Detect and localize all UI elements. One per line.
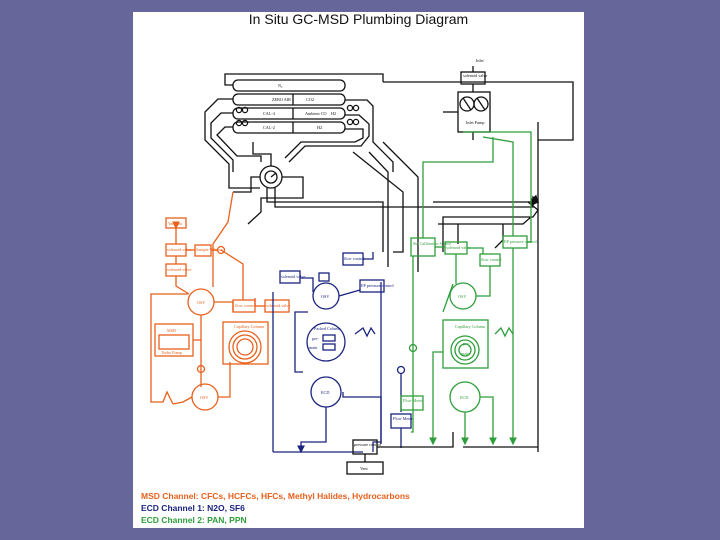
cylinder-bank: N₂ ZERO AIR CO2 CAL-4 Ambient CO H2 CAL-…: [204, 73, 574, 172]
ecd2-flow-control-label: flow control: [481, 257, 502, 262]
flow-meter-1-label: Flow Meter: [393, 416, 413, 421]
ecd1-packed-label: Packed Column: [314, 326, 342, 331]
cyl-label-n2: N₂: [278, 83, 283, 88]
pressure-control-label: pressure control: [354, 442, 382, 447]
msd-osv-1-label: OSV: [197, 300, 205, 305]
msd-sample-volume-label: Sample Volume: [196, 247, 223, 252]
cyl-label-cal4: CAL-4: [263, 111, 276, 116]
ecd1-ecd-label: ECD: [321, 390, 329, 395]
flow-meter-2-label: Flow Meter: [403, 398, 423, 403]
flow-meter-2: [400, 395, 424, 411]
inlet-label: Inlet: [476, 58, 485, 63]
ecd2-osv-label: OSV: [458, 294, 466, 299]
inlet-assembly: Inlet solenoid valve Inlet Pump: [443, 58, 539, 452]
ecd1-pressure-label: EP pressure control: [361, 283, 394, 288]
diagram-title: In Situ GC-MSD Plumbing Diagram: [248, 11, 469, 27]
inlet-solenoid-label: solenoid valve: [463, 73, 487, 78]
ecd1-channel: solenoid valve flow control OSV EP press…: [272, 252, 413, 454]
msd-capillary-label: Capillary Column: [234, 324, 265, 329]
ecd1-solenoid: [279, 270, 301, 284]
ecd1-pressure-control: [359, 279, 385, 293]
msd-pressure-gauge-icon: [216, 245, 226, 255]
cyl-label-h2-b: H2: [317, 125, 322, 130]
ecd2-main-label: main: [461, 351, 470, 356]
ecd2-calibration-label: Std Calibration Source: [413, 241, 451, 246]
cyl-label-cal2: CAL-2: [263, 125, 275, 130]
ecd2-capillary-label: Capillary Column: [455, 324, 486, 329]
vent-box: [346, 461, 384, 475]
ecd2-pre-label: pre-: [463, 341, 470, 346]
msd-solenoid-1-label: solenoid valve: [167, 247, 191, 252]
ecd2-channel: Std Calibration Source solenoid valve EP…: [400, 131, 537, 446]
stream-select-valve: [228, 142, 539, 252]
slide: In Situ GC-MSD Plumbing Diagram .g { str…: [133, 12, 584, 528]
vent-assembly: pressure control Vent: [346, 432, 538, 475]
msd-channel: Vacuum solenoid valve Sample Volume sole…: [150, 191, 290, 411]
ecd1-osv-label: OSV: [321, 294, 329, 299]
legend-ecd2: ECD Channel 2: PAN, PPN: [141, 515, 247, 525]
cyl-label-zero-air: ZERO AIR: [272, 97, 291, 102]
ecd1-flow-control-label: flow control: [344, 256, 365, 261]
ecd2-capillary-column: [442, 319, 489, 369]
ecd1-pre-label: pre-: [312, 336, 319, 341]
msd-osv-2-label: OSV: [200, 395, 208, 400]
ecd1-main-label: main: [309, 345, 318, 350]
ecd2-pressure-label: EP pressure control: [504, 239, 537, 244]
channel-legend: MSD Channel: CFCs, HCFCs, HFCs, Methyl H…: [141, 490, 410, 526]
msd-flow-control-label: flow control: [235, 303, 256, 308]
ecd2-ecd-label: ECD: [460, 395, 468, 400]
ecd2-solenoid-label: solenoid valve: [446, 245, 470, 250]
msd-unit-label: MSD: [167, 328, 176, 333]
ecd1-solenoid-label: solenoid valve: [281, 274, 305, 279]
legend-msd: MSD Channel: CFCs, HCFCs, HFCs, Methyl H…: [141, 491, 410, 501]
msd-solenoid-3: [264, 299, 290, 313]
cyl-label-h2-a: H2: [331, 111, 336, 116]
cylinder-cal2: [232, 121, 346, 134]
legend-ecd1: ECD Channel 1: N2O, SF6: [141, 503, 245, 513]
cyl-label-ambient-co: Ambient CO: [305, 111, 327, 116]
cylinder-cal4: [232, 107, 346, 120]
msd-turbo-label: Turbo Pump: [161, 350, 182, 355]
msd-solenoid-3-label: solenoid valve: [266, 303, 290, 308]
cyl-label-co2: CO2: [306, 97, 314, 102]
vent-label: Vent: [360, 466, 369, 471]
msd-capillary-column: [222, 321, 269, 365]
msd-vacuum-label: Vacuum: [168, 221, 182, 226]
inlet-pump-label: Inlet Pump: [466, 120, 485, 125]
right-side-tubing: [352, 141, 540, 272]
ecd1-packed-column: [306, 322, 346, 362]
msd-solenoid-2-label: solenoid valve: [167, 267, 191, 272]
cylinder-n2: [232, 79, 346, 92]
regulator-icons: [235, 104, 360, 127]
plumbing-diagram: .g { stroke:#111; fill:none; stroke-widt…: [150, 58, 574, 475]
